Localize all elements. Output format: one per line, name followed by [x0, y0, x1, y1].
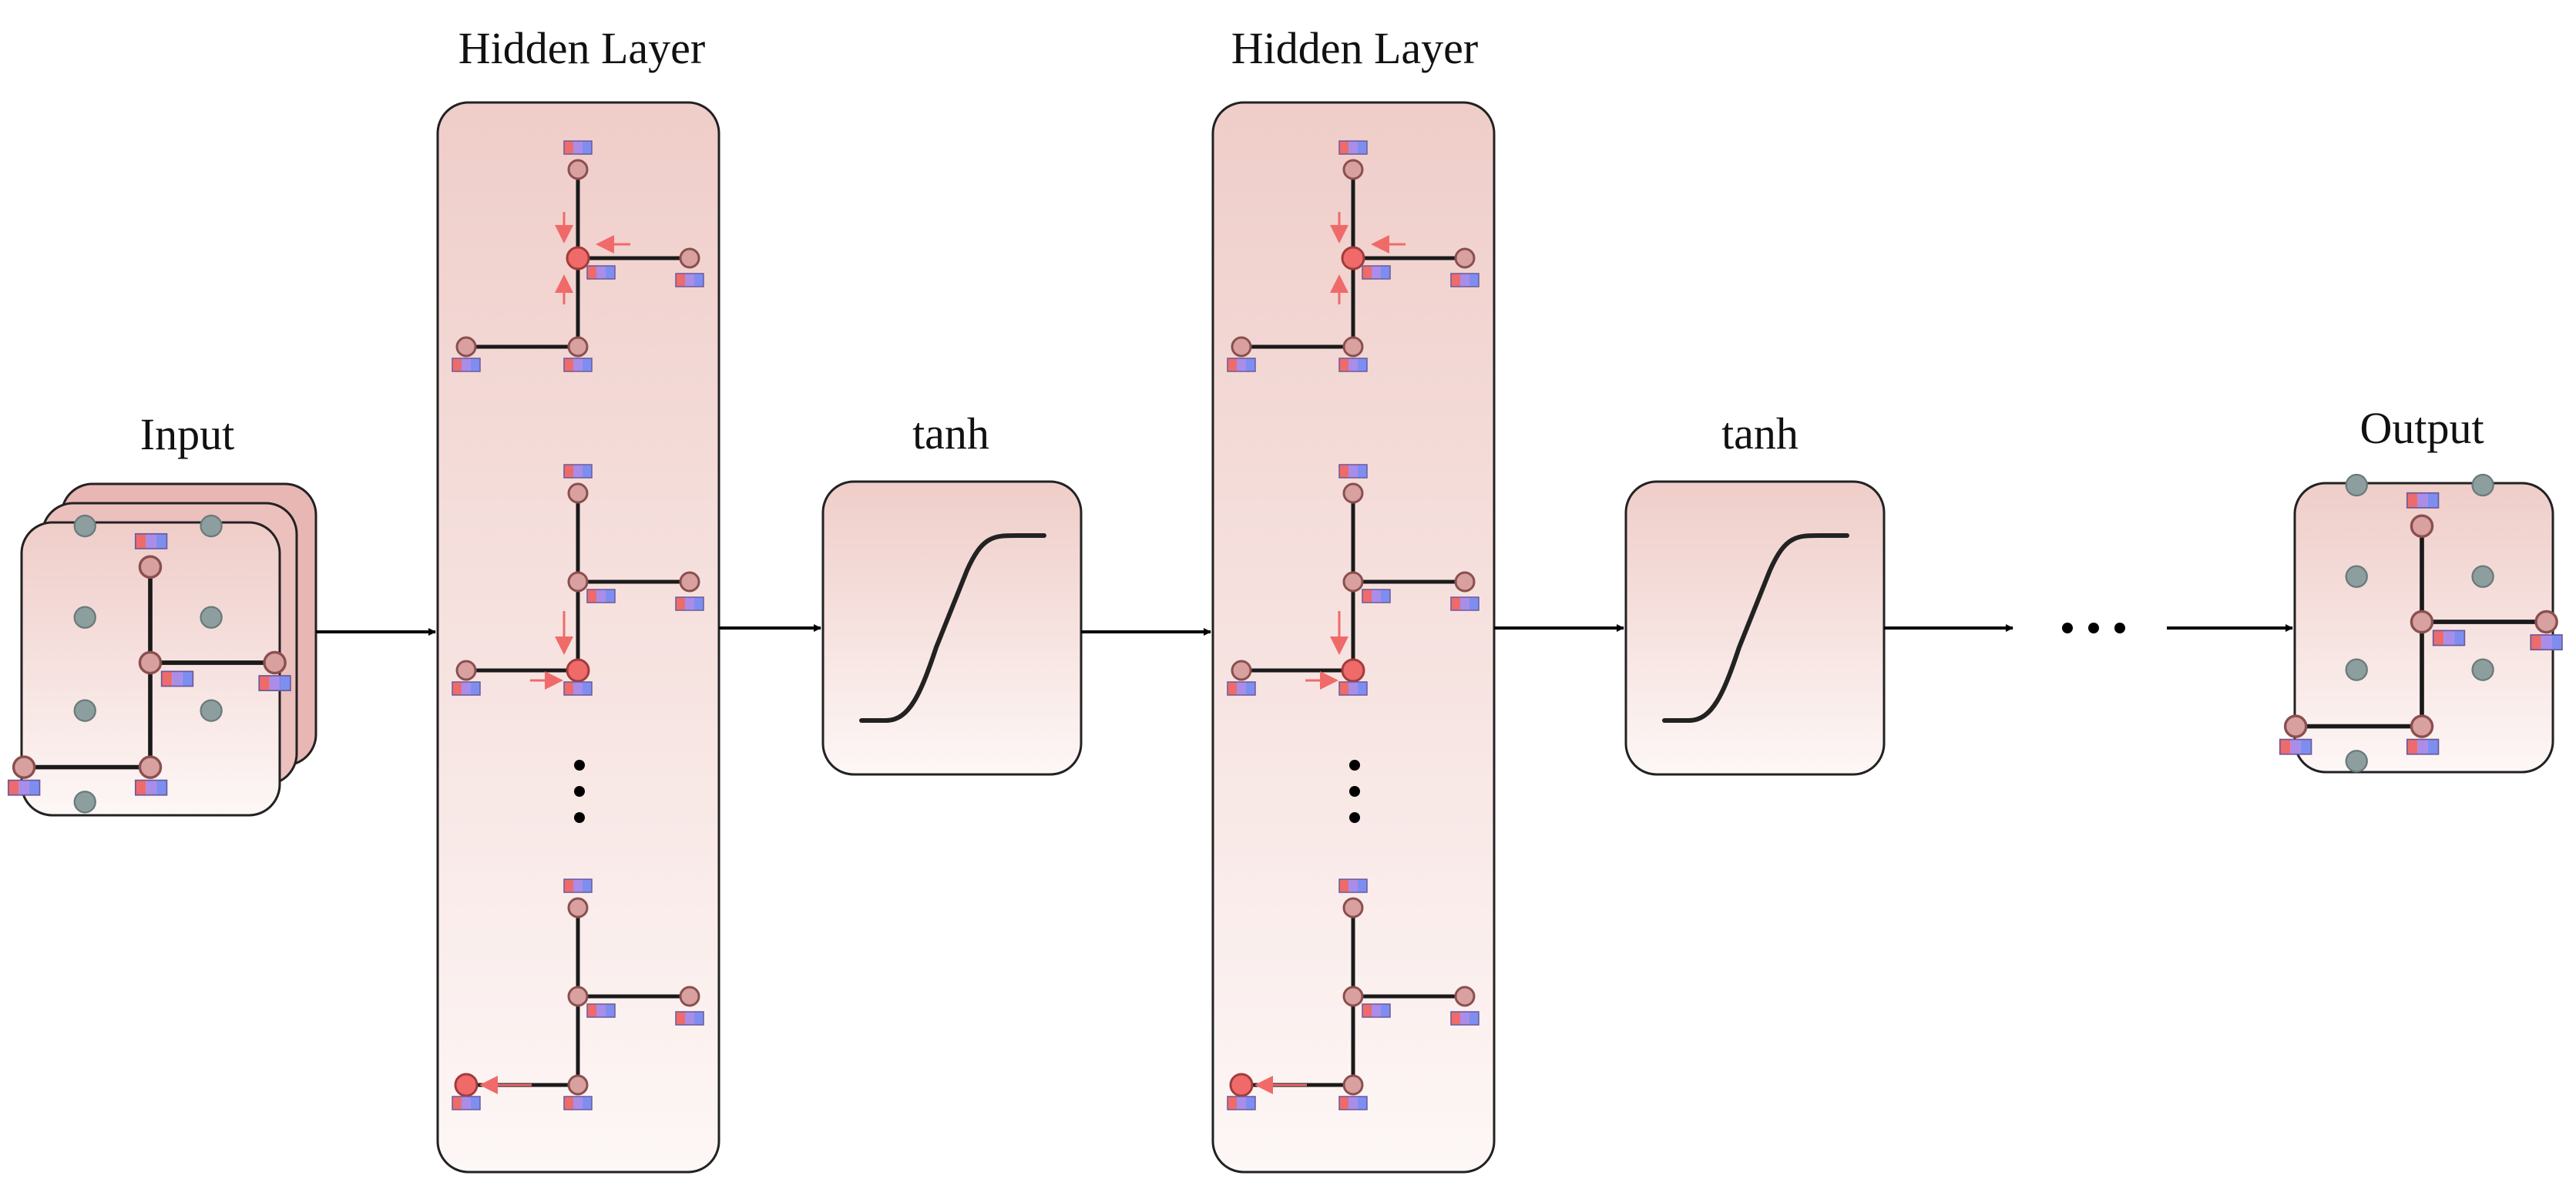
hidden-1-ellipsis	[574, 760, 585, 823]
hidden-layer-1	[436, 101, 720, 1174]
activation-2-box-group	[1624, 480, 1886, 776]
hidden-layer-2	[1211, 101, 1496, 1174]
activation-2-label: tanh	[1721, 408, 1798, 458]
hidden-1-unit-2	[452, 464, 704, 696]
hidden-layer-1-label: Hidden Layer	[458, 23, 705, 73]
hidden-1-unit-3	[452, 878, 704, 1110]
input-graph-stack	[7, 482, 317, 817]
activation-2-box	[1624, 480, 1886, 776]
activation-1-box	[821, 480, 1083, 776]
input-label: Input	[140, 409, 234, 459]
activation-1-label: tanh	[912, 408, 989, 458]
continuation-ellipsis	[2062, 623, 2125, 633]
input-graph	[7, 514, 291, 814]
output-label: Output	[2359, 403, 2484, 453]
sigmoid-curve-2	[1662, 533, 1849, 723]
hidden-2-unit-2	[1227, 464, 1479, 696]
sigmoid-curve-1	[859, 533, 1046, 723]
hidden-2-unit-1	[1227, 140, 1479, 372]
activation-1-box-group	[821, 480, 1083, 776]
hidden-layer-2-label: Hidden Layer	[1231, 23, 1478, 73]
output-graph-card	[2279, 473, 2563, 774]
hidden-1-unit-1	[452, 140, 704, 372]
hidden-2-ellipsis	[1349, 760, 1360, 823]
hidden-2-unit-3	[1227, 878, 1479, 1110]
output-graph	[2279, 473, 2563, 773]
